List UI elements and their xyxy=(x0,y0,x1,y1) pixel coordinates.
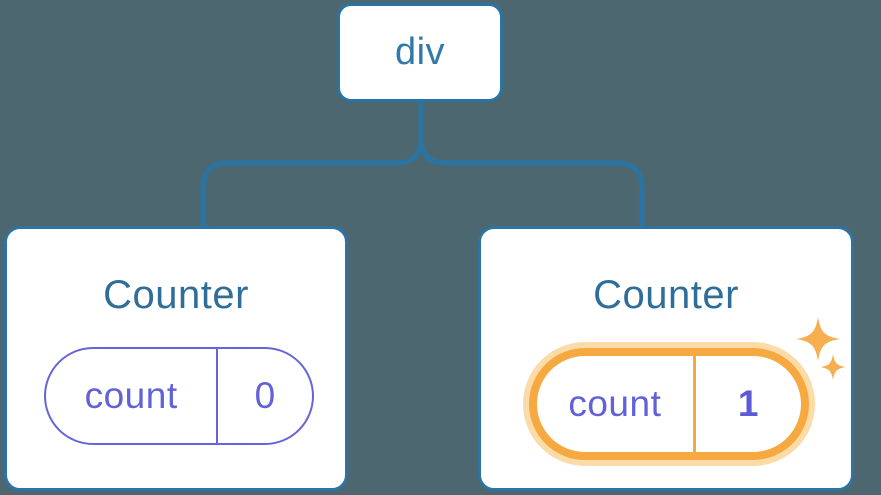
root-node-label: div xyxy=(394,31,446,73)
counter-card-right: Counter count 1 xyxy=(478,226,854,491)
tree-root-node: div xyxy=(337,3,503,102)
state-pill-left-key-cell: count xyxy=(46,349,219,443)
state-value: 0 xyxy=(254,375,276,416)
sparkle-icon-large xyxy=(796,317,840,361)
counter-card-left-title: Counter xyxy=(103,273,249,317)
state-pill-right-key-cell: count xyxy=(537,356,696,452)
sparkle-icon-small xyxy=(820,354,846,380)
state-pill-right-highlighted: count 1 xyxy=(529,348,809,460)
connector-right-branch xyxy=(418,102,645,227)
counter-card-right-title: Counter xyxy=(593,273,739,317)
state-pill-left: count 0 xyxy=(44,347,314,445)
counter-card-left: Counter count 0 xyxy=(4,226,348,491)
sparkle-icon xyxy=(796,317,846,380)
state-pill-left-value-cell: 0 xyxy=(218,349,312,443)
state-value-updated: 1 xyxy=(737,383,759,424)
state-pill-right-value-cell: 1 xyxy=(696,356,801,452)
state-key-label: count xyxy=(568,383,662,424)
connector-left-branch xyxy=(200,102,424,227)
state-key-label: count xyxy=(84,375,178,416)
